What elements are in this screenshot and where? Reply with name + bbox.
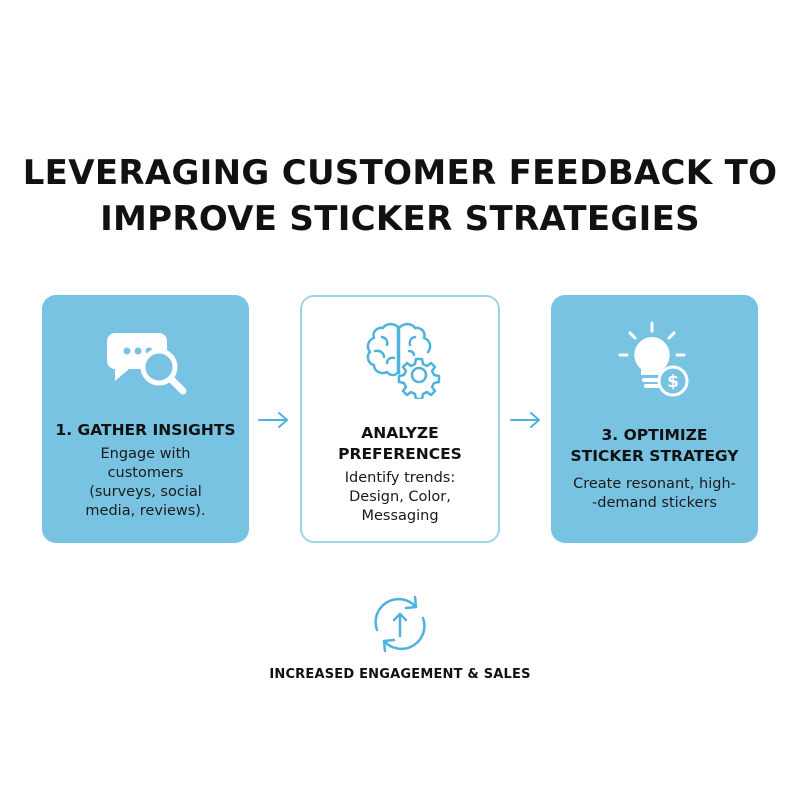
step-card-optimize-strategy: $ 3. OPTIMIZE STICKER STRATEGY Create re…	[551, 295, 758, 543]
step-card-analyze-preferences: ANALYZE PREFERENCES Identify trends: Des…	[300, 295, 500, 543]
arrow-right-icon	[510, 412, 540, 428]
chat-magnifier-icon	[106, 333, 186, 395]
step-3-heading: 3. OPTIMIZE STICKER STRATEGY	[570, 426, 739, 465]
brain-gear-icon	[366, 322, 441, 399]
arrow-right-icon	[258, 412, 288, 428]
step-2-heading: ANALYZE PREFERENCES	[338, 424, 462, 463]
cycle-arrows-icon	[374, 595, 426, 653]
step-1-heading: 1. GATHER INSIGHTS	[55, 421, 236, 439]
step-2-description: Identify trends: Design, Color, Messagin…	[344, 470, 456, 524]
outcome-label: INCREASED ENGAGEMENT & SALES	[269, 667, 531, 682]
title-line-1: LEVERAGING CUSTOMER FEEDBACK TO	[22, 153, 778, 193]
step-3-description: Create resonant, high- -demand stickers	[573, 476, 736, 511]
step-card-gather-insights: 1. GATHER INSIGHTS Engage with customers…	[42, 295, 249, 543]
lightbulb-dollar-icon: $	[618, 321, 688, 397]
title-line-2: IMPROVE STICKER STRATEGIES	[100, 199, 700, 239]
svg-text:$: $	[667, 372, 679, 392]
diagram-title: LEVERAGING CUSTOMER FEEDBACK TO IMPROVE …	[0, 150, 800, 242]
step-1-description: Engage with customers (surveys, social m…	[85, 446, 206, 519]
